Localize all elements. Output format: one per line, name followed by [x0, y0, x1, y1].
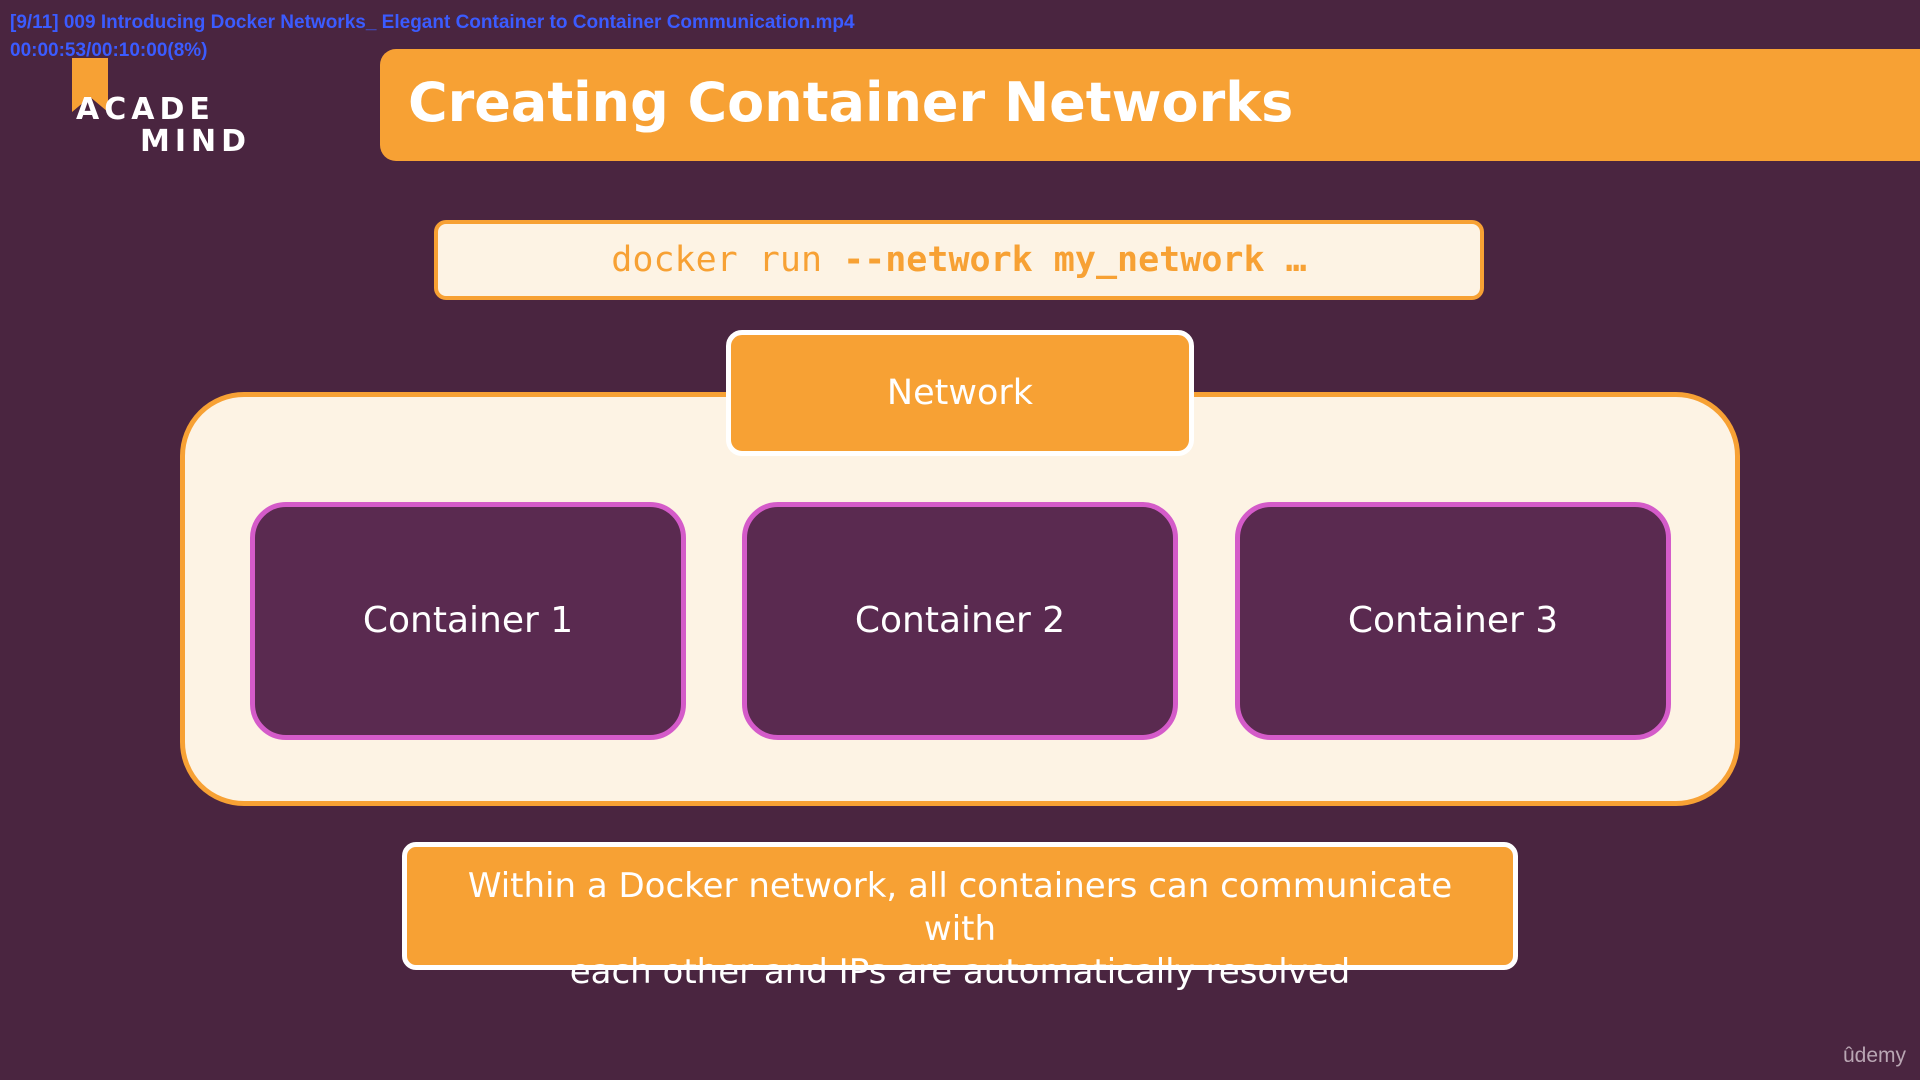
container-3-box: Container 3	[1235, 502, 1671, 740]
note-line-2: each other and IPs are automatically res…	[569, 952, 1351, 992]
container-2-box: Container 2	[742, 502, 1178, 740]
network-label: Network	[726, 330, 1194, 456]
command-box: docker run --network my_network …	[434, 220, 1484, 300]
container-1-box: Container 1	[250, 502, 686, 740]
command-suffix: …	[1264, 240, 1307, 280]
academind-logo: ACADE MIND	[72, 58, 252, 159]
command-flag: --network my_network	[843, 240, 1265, 280]
note-line-1: Within a Docker network, all containers …	[467, 866, 1453, 949]
command-prefix: docker run	[611, 240, 844, 280]
video-timecode: 00:00:53/00:10:00(8%)	[10, 40, 208, 61]
slide-title: Creating Container Networks	[408, 71, 1294, 134]
udemy-watermark: ûdemy	[1842, 1044, 1906, 1067]
note-box: Within a Docker network, all containers …	[402, 842, 1518, 992]
logo-line-1: ACADE	[76, 92, 215, 127]
logo-line-2: MIND	[140, 124, 252, 159]
video-file-title: [9/11] 009 Introducing Docker Networks_ …	[10, 12, 855, 33]
title-banner: Creating Container Networks	[380, 49, 1920, 161]
